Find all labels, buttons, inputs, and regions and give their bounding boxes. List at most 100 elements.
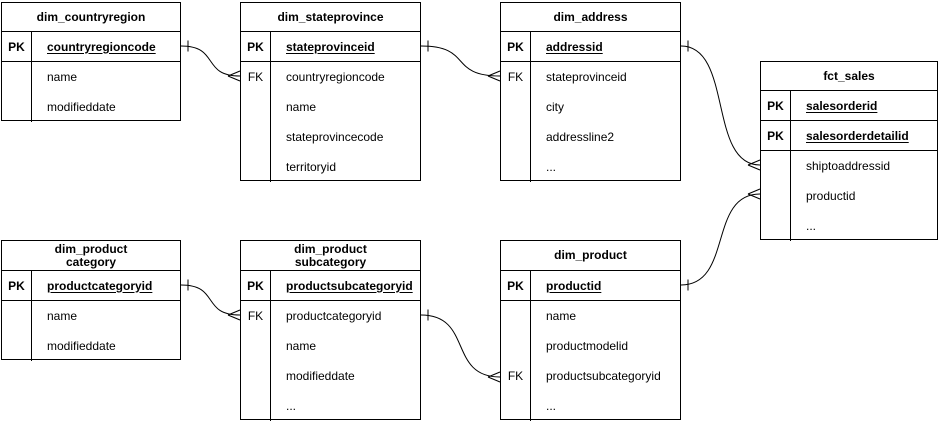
field-name: productcategoryid <box>47 278 153 293</box>
fk-label: FK <box>501 62 531 92</box>
field-name: stateprovinceid <box>546 70 627 84</box>
table-row: ... <box>501 391 680 421</box>
key-cell <box>241 92 271 122</box>
edge-countryregion-stateprovince[interactable] <box>180 40 241 82</box>
key-cell <box>501 331 531 361</box>
key-cell <box>241 122 271 152</box>
table-dim-address[interactable]: dim_address PK addressid FK stateprovinc… <box>500 2 681 182</box>
field-name: productid <box>806 189 856 203</box>
table-row: ... <box>501 152 680 182</box>
key-cell <box>2 331 32 361</box>
table-dim-productcategory[interactable]: dim_product category PK productcategoryi… <box>1 240 181 361</box>
field-name: ... <box>546 399 557 413</box>
field-name: modifieddate <box>47 339 116 353</box>
key-cell <box>501 92 531 122</box>
pk-label: PK <box>241 32 271 61</box>
table-row: addressline2 <box>501 122 680 152</box>
table-row: PK addressid <box>501 32 680 62</box>
table-title: dim_address <box>501 3 680 32</box>
table-row: modifieddate <box>2 92 180 122</box>
table-row: PK salesorderdetailid <box>761 121 937 151</box>
field-name: productmodelid <box>546 339 629 353</box>
pk-label: PK <box>2 271 32 300</box>
table-row: name <box>501 301 680 331</box>
key-cell <box>501 301 531 331</box>
table-title: dim_product subcategory <box>241 241 420 271</box>
table-title: dim_product category <box>2 241 180 271</box>
field-name: countryregioncode <box>47 39 156 54</box>
table-row: ... <box>241 391 420 421</box>
pk-label: PK <box>501 32 531 61</box>
key-cell <box>241 391 271 421</box>
edge-productsubcategory-product[interactable] <box>420 309 501 383</box>
table-row: PK productsubcategoryid <box>241 271 420 301</box>
field-name: name <box>47 70 78 84</box>
edge-product-fctsales[interactable] <box>680 188 761 291</box>
field-name: modifieddate <box>47 100 116 114</box>
field-name: productsubcategoryid <box>546 369 661 383</box>
table-row: territoryid <box>241 152 420 182</box>
table-row: name <box>241 331 420 361</box>
key-cell <box>241 152 271 182</box>
key-cell <box>501 391 531 421</box>
table-row: productid <box>761 181 937 211</box>
field-name: modifieddate <box>286 369 355 383</box>
key-cell <box>501 122 531 152</box>
table-dim-stateprovince[interactable]: dim_stateprovince PK stateprovinceid FK … <box>240 2 421 182</box>
key-cell <box>241 361 271 391</box>
key-cell <box>761 151 791 181</box>
table-dim-countryregion[interactable]: dim_countryregion PK countryregioncode n… <box>1 2 181 122</box>
table-row: FK stateprovinceid <box>501 62 680 92</box>
table-row: ... <box>761 211 937 241</box>
edge-stateprovince-address[interactable] <box>420 40 501 82</box>
key-cell <box>501 152 531 182</box>
field-name: shiptoaddressid <box>806 159 891 173</box>
table-title: fct_sales <box>761 62 937 91</box>
field-name: name <box>286 100 317 114</box>
field-name: territoryid <box>286 160 337 174</box>
field-name: ... <box>806 219 817 233</box>
table-row: FK countryregioncode <box>241 62 420 92</box>
key-cell <box>761 211 791 241</box>
table-title: dim_countryregion <box>2 3 180 32</box>
field-name: ... <box>286 399 297 413</box>
table-row: modifieddate <box>2 331 180 361</box>
table-dim-product[interactable]: dim_product PK productid name productmod… <box>500 240 681 421</box>
field-name: productcategoryid <box>286 309 382 323</box>
fk-label: FK <box>241 301 271 331</box>
key-cell <box>2 62 32 92</box>
field-name: stateprovinceid <box>286 39 375 54</box>
field-name: addressid <box>546 39 603 54</box>
field-name: name <box>546 309 577 323</box>
field-name: ... <box>546 160 557 174</box>
field-name: productid <box>546 278 602 293</box>
edge-address-fctsales[interactable] <box>680 40 761 171</box>
table-row: PK countryregioncode <box>2 32 180 62</box>
table-row: shiptoaddressid <box>761 151 937 181</box>
table-row: PK stateprovinceid <box>241 32 420 62</box>
table-fct-sales[interactable]: fct_sales PK salesorderid PK salesorderd… <box>760 61 938 241</box>
pk-label: PK <box>241 271 271 300</box>
field-name: addressline2 <box>546 130 615 144</box>
field-name: name <box>47 309 78 323</box>
table-row: stateprovincecode <box>241 122 420 152</box>
field-name: productsubcategoryid <box>286 278 413 293</box>
table-row: city <box>501 92 680 122</box>
key-cell <box>2 301 32 331</box>
table-row: PK productcategoryid <box>2 271 180 301</box>
field-name: salesorderdetailid <box>806 128 909 143</box>
field-name: countryregioncode <box>286 70 385 84</box>
pk-label: PK <box>761 91 791 120</box>
table-title: dim_stateprovince <box>241 3 420 32</box>
table-row: name <box>241 92 420 122</box>
key-cell <box>2 92 32 122</box>
field-name: stateprovincecode <box>286 130 384 144</box>
edge-productcategory-productsubcategory[interactable] <box>180 279 241 321</box>
table-row: PK salesorderid <box>761 91 937 121</box>
table-row: name <box>2 62 180 92</box>
pk-label: PK <box>761 121 791 150</box>
table-row: FK productcategoryid <box>241 301 420 331</box>
table-dim-productsubcategory[interactable]: dim_product subcategory PK productsubcat… <box>240 240 421 421</box>
fk-label: FK <box>241 62 271 92</box>
